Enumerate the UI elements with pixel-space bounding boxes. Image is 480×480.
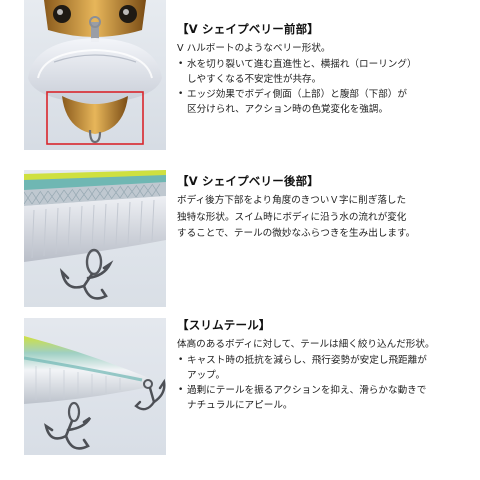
slim-tail-text: 【スリムテール】 体高のあるボディに対して、テールは細く絞り込んだ形状。 キャス… [177, 318, 475, 413]
lure-belly-front-view-icon [24, 0, 166, 150]
front-belly-heading: 【V シェイプベリー前部】 [177, 22, 320, 36]
lure-slim-tail-with-treble-hooks-icon [24, 318, 166, 455]
section-slim-tail: 【スリムテール】 体高のあるボディに対して、テールは細く絞り込んだ形状。 キャス… [0, 318, 480, 480]
rear-belly-heading: 【V シェイプベリー後部】 [177, 174, 320, 188]
front-belly-intro: V ハルボートのようなベリー形状。 [177, 43, 331, 54]
list-item: エッジ効果でボディ側面（上部）と腹部（下部）が 区分けられ、アクション時の色覚変… [177, 87, 475, 117]
front-belly-photo [24, 0, 166, 150]
rear-belly-photo [24, 170, 166, 307]
section-rear-belly: 【V シェイプベリー後部】 ボディ後方下部をより角度のきついＶ字に削ぎ落した 独… [0, 170, 480, 310]
list-item: キャスト時の抵抗を減らし、飛行姿勢が安定し飛距離が アップ。 [177, 353, 475, 383]
rear-belly-paragraph: ボディ後方下部をより角度のきついＶ字に削ぎ落した 独特な形状。スイム時にボディに… [177, 195, 416, 239]
front-belly-text: 【V シェイプベリー前部】 V ハルボートのようなベリー形状。 水を切り裂いて進… [177, 22, 475, 117]
slim-tail-bullets: キャスト時の抵抗を減らし、飛行姿勢が安定し飛距離が アップ。 過剰にテールを振る… [177, 353, 475, 413]
slim-tail-photo [24, 318, 166, 455]
rear-belly-text: 【V シェイプベリー後部】 ボディ後方下部をより角度のきついＶ字に削ぎ落した 独… [177, 174, 475, 243]
list-item: 過剰にテールを振るアクションを抑え、滑らかな動きで ナチュラルにアピール。 [177, 383, 475, 413]
section-front-belly: 【V シェイプベリー前部】 V ハルボートのようなベリー形状。 水を切り裂いて進… [0, 0, 480, 160]
list-item: 水を切り裂いて進む直進性と、横揺れ（ローリング） しやすくなる不安定性が共存。 [177, 57, 475, 87]
slim-tail-intro: 体高のあるボディに対して、テールは細く絞り込んだ形状。 [177, 339, 435, 350]
lure-belly-rear-with-treble-hook-icon [24, 170, 166, 307]
front-belly-bullets: 水を切り裂いて進む直進性と、横揺れ（ローリング） しやすくなる不安定性が共存。 … [177, 57, 475, 117]
slim-tail-heading: 【スリムテール】 [177, 318, 271, 332]
